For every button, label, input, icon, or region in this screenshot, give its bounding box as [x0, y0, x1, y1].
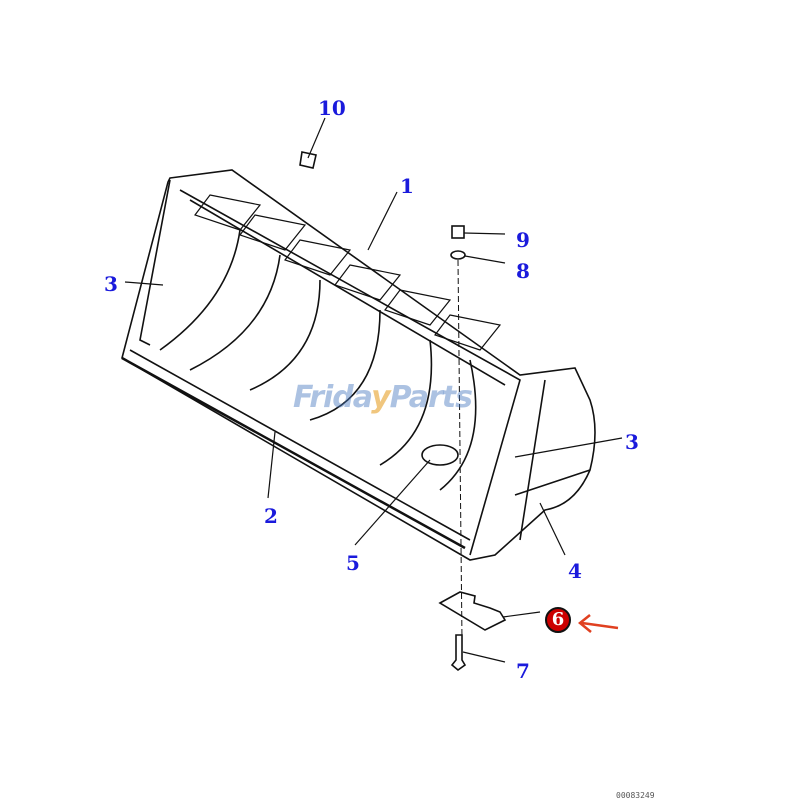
callout-6-highlighted[interactable]: 6 — [545, 607, 571, 633]
watermark-text: Frida — [293, 380, 372, 415]
top-wear-plates — [194, 194, 502, 351]
callout-2[interactable]: 2 — [264, 504, 278, 528]
callout-3-right[interactable]: 3 — [625, 430, 639, 454]
callout-8[interactable]: 8 — [516, 259, 530, 283]
part-6-plate — [438, 591, 507, 631]
part-7-bolt — [450, 634, 467, 672]
callout-7[interactable]: 7 — [516, 659, 530, 683]
drawing-code: 00083249 — [616, 791, 655, 800]
cutting-edge — [121, 356, 466, 550]
callout-1[interactable]: 1 — [400, 174, 414, 198]
part-8-washer — [450, 250, 466, 260]
part-5-hole — [421, 444, 459, 466]
highlight-arrow — [578, 614, 619, 633]
bucket-top-edge — [179, 189, 521, 556]
callout-10[interactable]: 10 — [318, 96, 346, 120]
callout-4[interactable]: 4 — [568, 559, 582, 583]
watermark-logo-y: y — [371, 380, 391, 415]
watermark-text: Parts — [389, 380, 473, 415]
part-10-plate — [299, 151, 317, 169]
callout-5[interactable]: 5 — [346, 551, 360, 575]
callout-3-left[interactable]: 3 — [104, 272, 118, 296]
part-9-nut — [451, 225, 465, 239]
watermark: FridayParts — [293, 380, 473, 415]
leader-lines — [124, 117, 623, 663]
callout-9[interactable]: 9 — [516, 228, 530, 252]
